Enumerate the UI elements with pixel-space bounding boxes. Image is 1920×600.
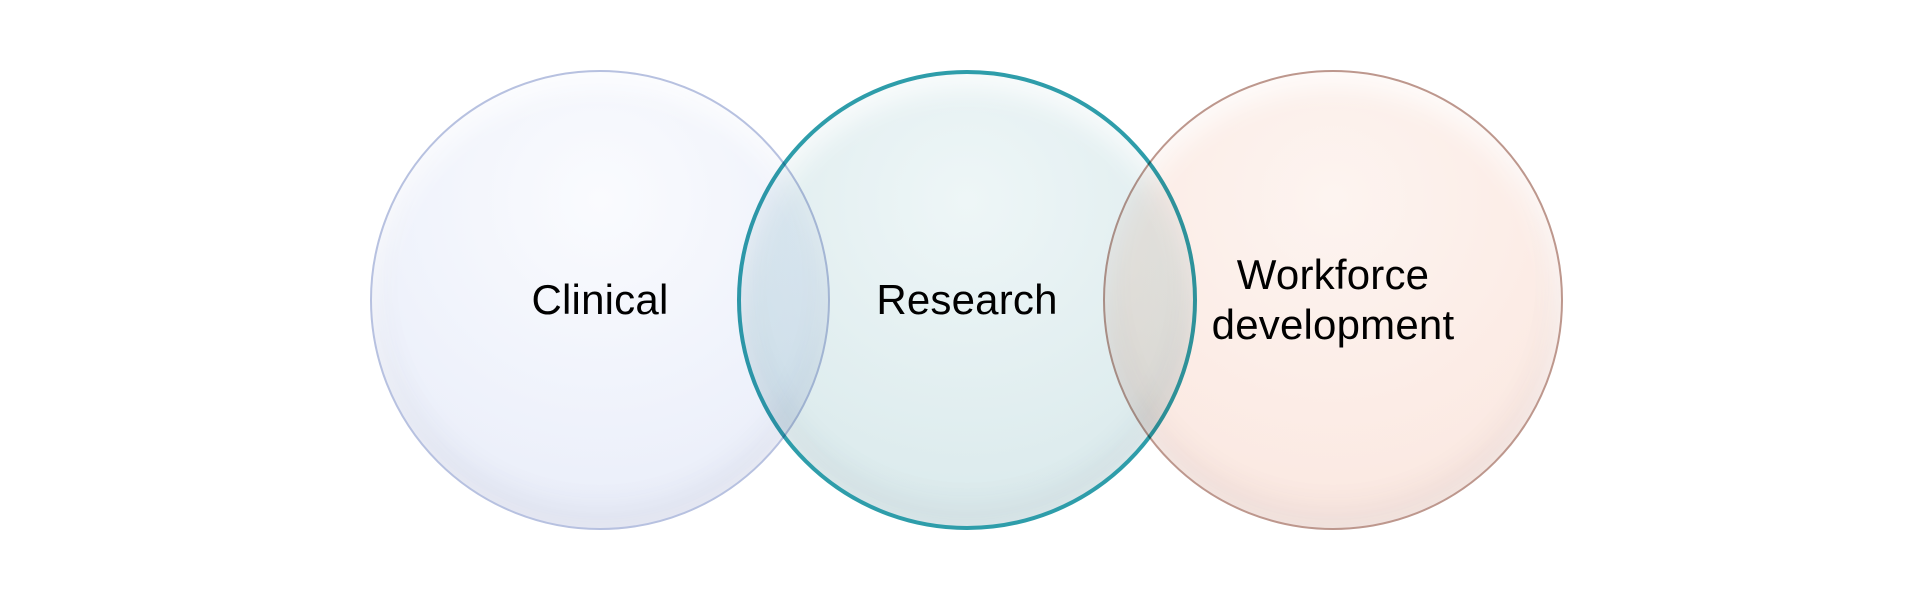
venn-circle-workforce: Workforce development [1103,70,1563,530]
venn-label-research: Research [876,276,1058,324]
venn-label-workforce: Workforce development [1211,251,1455,348]
venn-label-clinical: Clinical [531,276,669,324]
